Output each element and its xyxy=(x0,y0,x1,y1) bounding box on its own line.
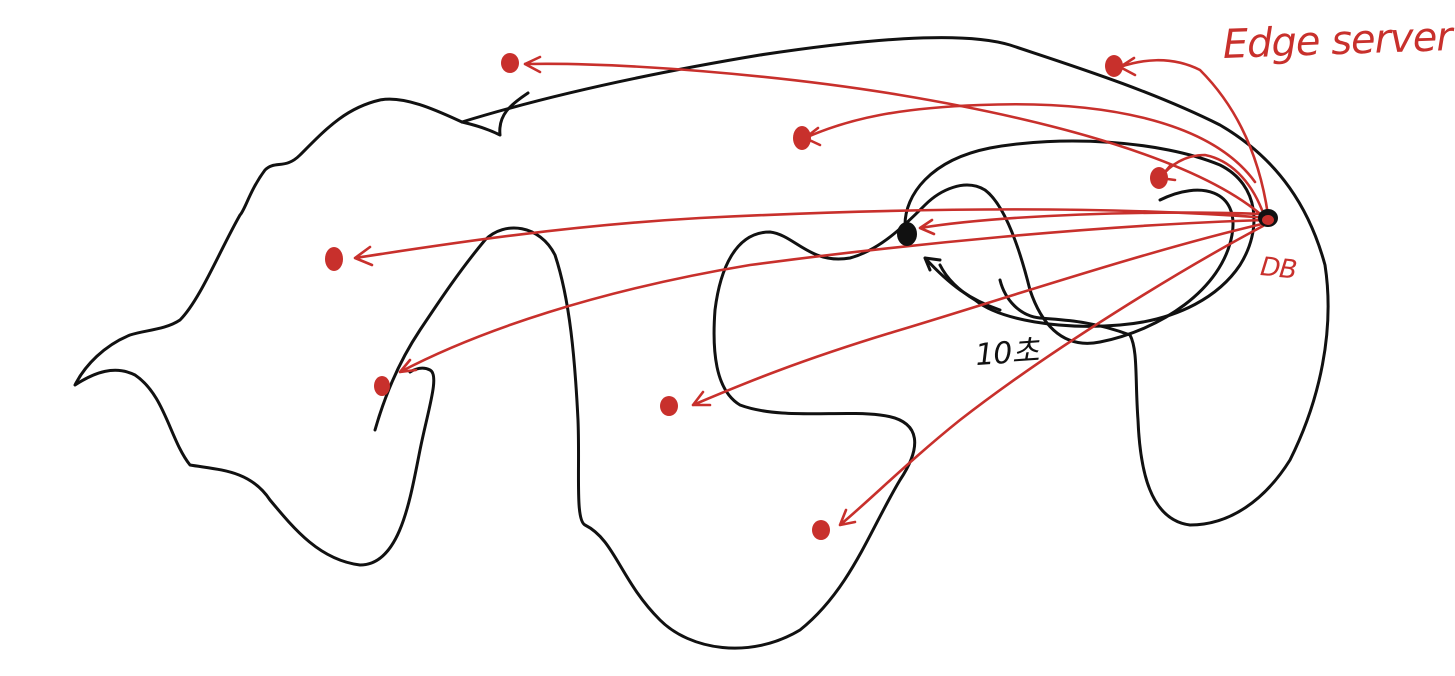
edge-server-dots xyxy=(325,53,1168,540)
continent-inner-loop xyxy=(903,139,1256,328)
continent-north-tip xyxy=(460,91,530,137)
arrow-to-edge-7 xyxy=(691,222,1264,407)
edge-server-6 xyxy=(374,376,390,396)
edge-server-8 xyxy=(812,520,830,540)
edge-server-3 xyxy=(793,126,811,150)
continent-west xyxy=(73,97,464,567)
user-client-node xyxy=(897,222,917,246)
edge-arrows xyxy=(353,55,1270,527)
latency-label: 10초 xyxy=(974,333,1040,374)
db-label: DB xyxy=(1258,252,1298,286)
edge-server-1 xyxy=(501,53,519,73)
edge-server-4 xyxy=(1150,167,1168,189)
arrow-to-edge-8 xyxy=(838,224,1265,527)
arrow-to-user xyxy=(918,211,1264,236)
db-origin-node xyxy=(1258,209,1278,227)
edge-server-7 xyxy=(660,396,678,416)
arrow-to-edge-5 xyxy=(353,208,1270,267)
user-arrow-icon xyxy=(923,256,1002,312)
edge-server-2 xyxy=(1105,55,1123,77)
edge-server-5 xyxy=(325,247,343,271)
continent-east-loop xyxy=(373,183,1235,650)
arrow-to-edge-1 xyxy=(523,55,1267,220)
continent-outlines xyxy=(73,36,1330,650)
edge-server-label: Edge server xyxy=(1222,14,1453,68)
continent-eurasia xyxy=(460,36,1330,527)
arrow-to-edge-6 xyxy=(398,218,1267,374)
